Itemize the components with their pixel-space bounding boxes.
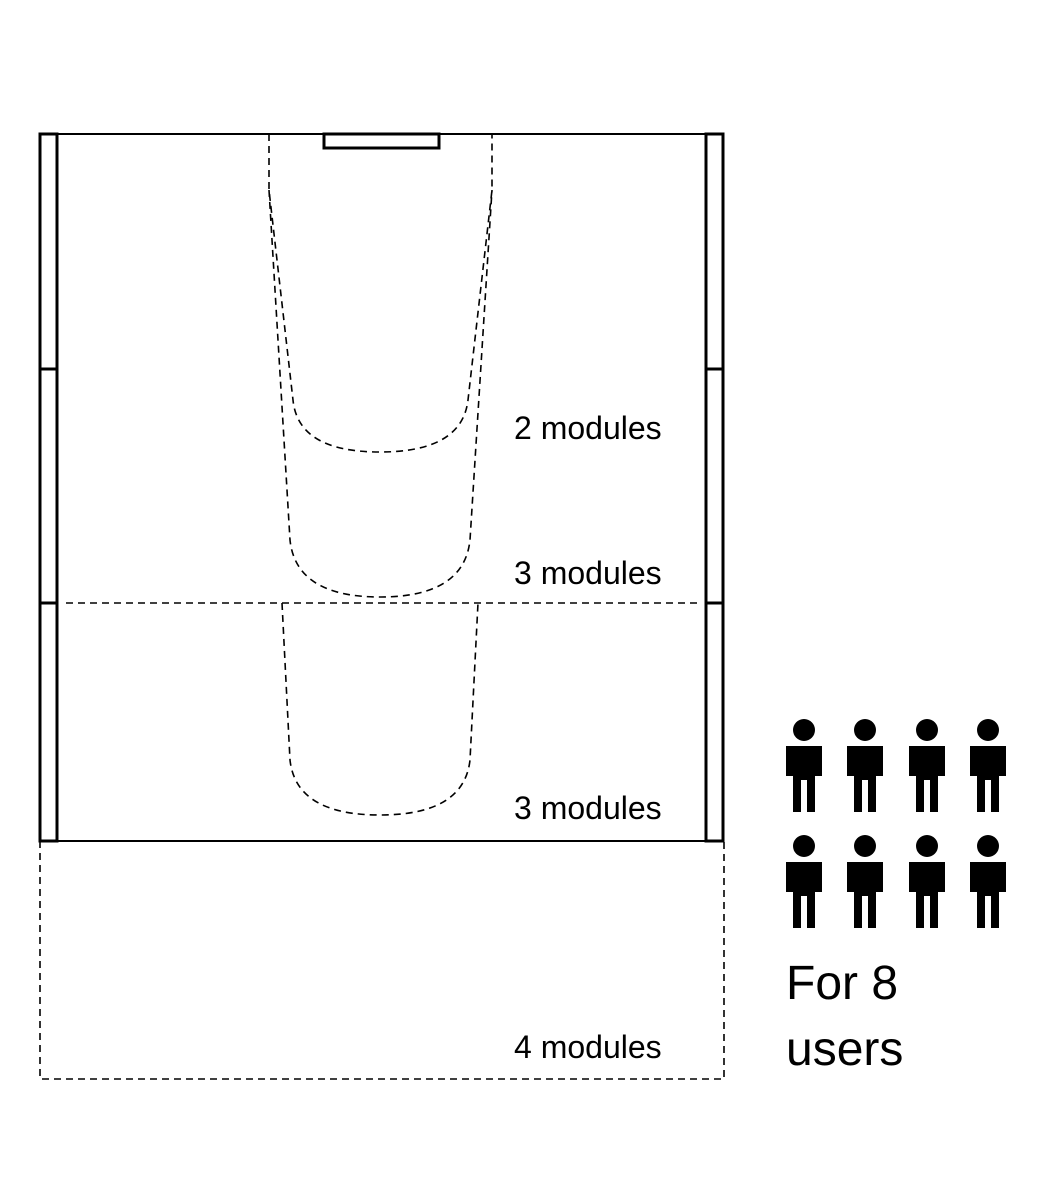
right-wall-panel-3: [704, 601, 725, 843]
screen: [322, 132, 441, 150]
person-icon: [847, 835, 883, 928]
person-icon: [786, 835, 822, 928]
right-wall-panel-2: [704, 367, 725, 605]
left-wall-panel-3: [38, 601, 59, 843]
label-2-modules: 2 modules: [514, 410, 662, 446]
caption-line-2: users: [786, 1023, 903, 1076]
label-3-modules: 3 modules: [514, 555, 662, 591]
table-outline-3-modules: [268, 189, 493, 598]
person-icon: [909, 719, 945, 812]
person-icon: [970, 719, 1006, 812]
person-icon: [909, 835, 945, 928]
users-group: [786, 719, 1006, 928]
left-wall-panel-1: [38, 132, 59, 371]
right-wall-panel-1: [704, 132, 725, 371]
person-icon: [786, 719, 822, 812]
extension-area-outline: [39, 841, 725, 1080]
left-wall-panel-2: [38, 367, 59, 605]
person-icon: [970, 835, 1006, 928]
caption-line-1: For 8: [786, 957, 898, 1010]
label-4-modules: 4 modules: [514, 1029, 662, 1065]
person-icon: [847, 719, 883, 812]
table-outline-3-modules-extended: [281, 602, 479, 816]
label-3-modules-extended: 3 modules: [514, 790, 662, 826]
table-outline-2-modules: [268, 134, 493, 453]
